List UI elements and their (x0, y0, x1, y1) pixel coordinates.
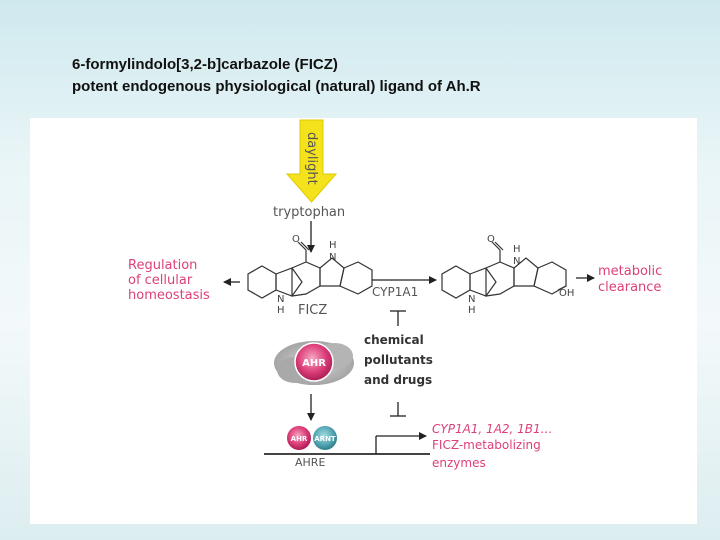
svg-text:enzymes: enzymes (432, 456, 486, 470)
hydroxylated-ficz-molecule (441, 241, 567, 299)
ahr-complex (274, 341, 354, 385)
regulation-label: Regulation of cellular homeostasis (128, 258, 210, 303)
svg-text:pollutants: pollutants (364, 353, 433, 367)
ficz-atom-h-bottom: H (277, 305, 285, 316)
svg-text:CYP1A1, 1A2, 1B1…: CYP1A1, 1A2, 1B1… (432, 422, 553, 436)
tryptophan-label: tryptophan (273, 205, 345, 220)
ahr-arnt-dimer (287, 426, 337, 450)
metabolic-clearance-label: metabolic clearance (598, 264, 662, 295)
promoter-arrow (375, 432, 427, 454)
svg-text:chemical: chemical (364, 333, 424, 347)
metabolite-atom-h-bottom: H (468, 305, 476, 316)
ficz-atom-o: O (292, 234, 300, 245)
svg-text:homeostasis: homeostasis (128, 288, 210, 303)
ahre-label: AHRE (295, 456, 325, 469)
dimer-ahr-label: AHR (291, 435, 308, 443)
svg-text:FICZ-metabolizing: FICZ-metabolizing (432, 438, 541, 452)
title-line-2: potent endogenous physiological (natural… (72, 78, 481, 95)
chemical-pollutants-label: chemical pollutants and drugs (364, 333, 433, 387)
pathway-diagram: daylight tryptophan O H N N H FICZ Regul… (128, 119, 662, 470)
inhibition-cyp1a1 (390, 310, 406, 326)
inhibition-transcription (390, 402, 406, 417)
metabolite-atom-h-top: H (513, 244, 521, 255)
title-line-1: 6-formylindolo[3,2-b]carbazole (FICZ) (72, 56, 338, 73)
target-genes-label: CYP1A1, 1A2, 1B1… FICZ-metabolizing enzy… (432, 422, 553, 470)
ficz-atom-n-top: N (329, 252, 336, 263)
svg-text:of cellular: of cellular (128, 273, 193, 288)
ficz-atom-n-bottom: N (277, 294, 284, 305)
metabolite-atom-oh: OH (559, 288, 574, 299)
svg-text:clearance: clearance (598, 280, 661, 295)
metabolite-atom-o: O (487, 234, 495, 245)
ficz-atom-h-top: H (329, 240, 337, 251)
cyp1a1-label: CYP1A1 (372, 285, 418, 299)
metabolite-atom-n-bottom: N (468, 294, 475, 305)
dimer-arnt-label: ARNT (314, 435, 336, 443)
metabolite-atom-n-top: N (513, 256, 520, 267)
ficz-molecule (247, 241, 373, 299)
daylight-arrow (285, 119, 338, 203)
svg-text:and drugs: and drugs (364, 373, 432, 387)
svg-text:metabolic: metabolic (598, 264, 662, 279)
ficz-label: FICZ (298, 303, 327, 318)
figure-panel: daylight tryptophan O H N N H FICZ Regul… (30, 118, 697, 524)
svg-text:Regulation: Regulation (128, 258, 197, 273)
ahr-label: AHR (302, 358, 326, 369)
slide-title: 6-formylindolo[3,2-b]carbazole (FICZ) po… (72, 54, 672, 98)
daylight-label: daylight (304, 132, 319, 185)
